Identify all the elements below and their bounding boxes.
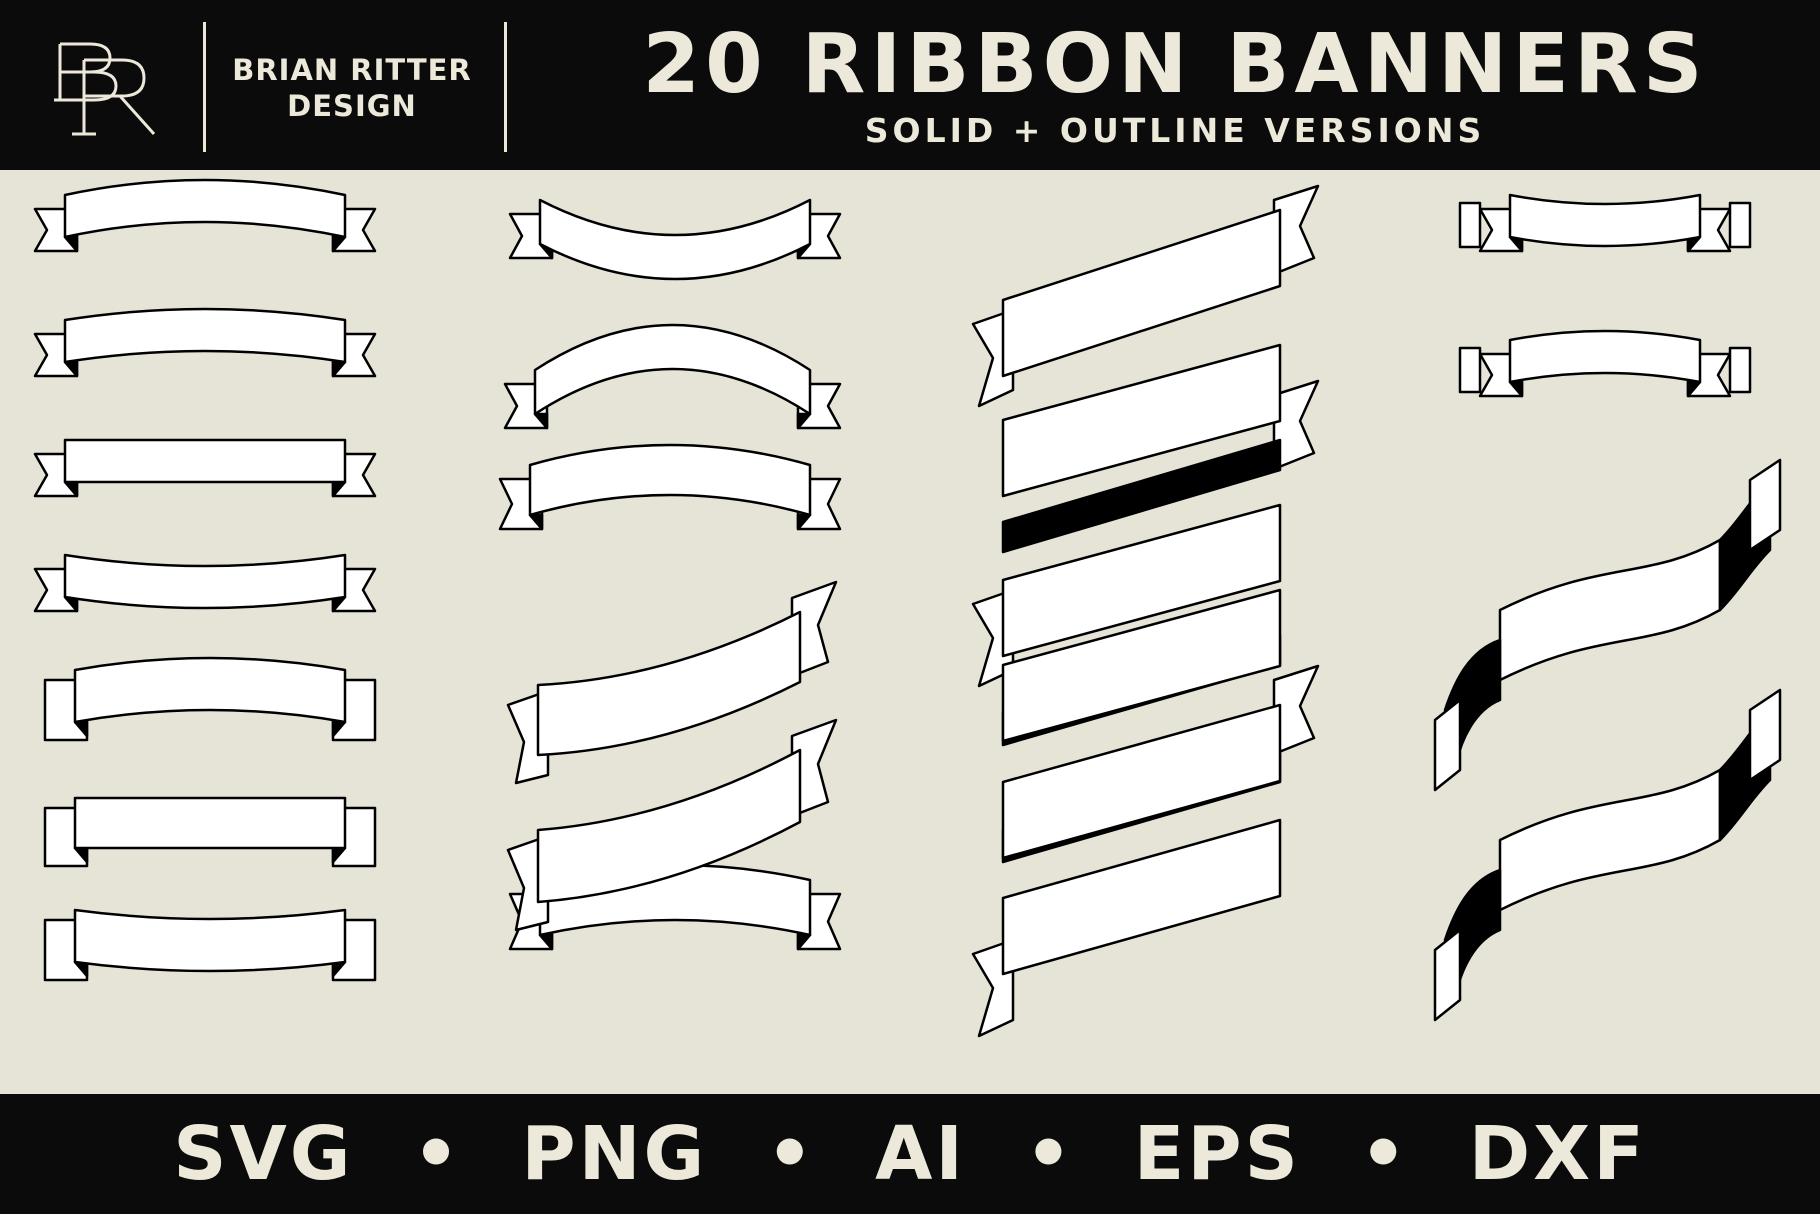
ribbon-fold — [796, 513, 812, 531]
banner-collection — [0, 170, 1820, 1094]
header-divider — [504, 22, 507, 152]
ribbon-curl — [1458, 201, 1482, 249]
ribbon-banners-illustration — [33, 178, 1782, 1038]
ribbon-curl — [1728, 346, 1752, 394]
format-label: SVG — [173, 1111, 354, 1197]
ribbon-fold — [528, 513, 544, 531]
ribbon-band — [63, 438, 347, 484]
page-title: 20 RIBBON BANNERS — [642, 17, 1708, 112]
ribbon-tail — [1748, 458, 1782, 552]
ribbon-band — [528, 443, 812, 517]
page-subtitle: SOLID + OUTLINE VERSIONS — [864, 111, 1486, 150]
footer-bar: SVG • PNG • AI • EPS • DXF — [0, 1094, 1820, 1214]
ribbon-tail — [790, 580, 838, 678]
ribbon-tail — [1433, 698, 1462, 792]
ribbon-band — [73, 908, 347, 973]
ribbon-band — [1508, 193, 1702, 248]
ribbon-tail — [1748, 688, 1782, 782]
ribbon-band — [1498, 768, 1722, 912]
bullet-separator: • — [766, 1111, 817, 1197]
ribbon-band — [536, 748, 802, 904]
ribbon-fold — [796, 412, 812, 430]
ribbon-tail — [1272, 664, 1320, 756]
ribbon-tail — [790, 718, 838, 818]
bullet-separator: • — [1024, 1111, 1076, 1197]
ribbon-band — [63, 307, 347, 364]
ribbon-band — [1001, 503, 1282, 658]
ribbon-tail — [1433, 928, 1462, 1022]
ribbon-curl — [1728, 201, 1752, 249]
bullet-separator: • — [412, 1111, 463, 1197]
ribbon-fold — [1001, 438, 1282, 554]
ribbon-tail — [1272, 379, 1320, 471]
ribbon-tail — [1272, 184, 1320, 276]
format-label: EPS — [1133, 1111, 1301, 1197]
ribbon-band — [533, 323, 812, 416]
ribbon-band — [538, 198, 812, 281]
ribbon-band — [63, 178, 347, 239]
ribbon-band — [1001, 208, 1282, 378]
format-label: DXF — [1468, 1111, 1647, 1197]
ribbon-band — [1001, 818, 1282, 976]
header-divider — [203, 22, 206, 152]
ribbon-band — [73, 796, 347, 850]
ribbon-band — [1001, 588, 1282, 743]
ribbon-band — [1001, 703, 1282, 860]
ribbon-band — [73, 656, 347, 724]
header-bar: BRIAN RITTER DESIGN 20 RIBBON BANNERS SO… — [0, 0, 1820, 170]
format-label: AI — [875, 1111, 966, 1197]
bullet-separator: • — [1359, 1111, 1410, 1197]
ribbon-band — [1001, 343, 1282, 498]
ribbon-fold — [533, 412, 549, 430]
format-label: PNG — [521, 1111, 708, 1197]
ribbon-curl — [1458, 346, 1482, 394]
file-formats: SVG • PNG • AI • EPS • DXF — [0, 1094, 1820, 1214]
ribbon-band — [1508, 329, 1702, 384]
ribbon-fold — [538, 933, 554, 951]
br-monogram-logo-icon — [54, 42, 156, 136]
ribbon-fold — [796, 933, 812, 951]
ribbon-band — [536, 610, 802, 757]
brand-name: BRIAN RITTER DESIGN — [232, 53, 472, 123]
ribbon-band — [63, 553, 347, 610]
ribbon-band — [1498, 538, 1722, 682]
